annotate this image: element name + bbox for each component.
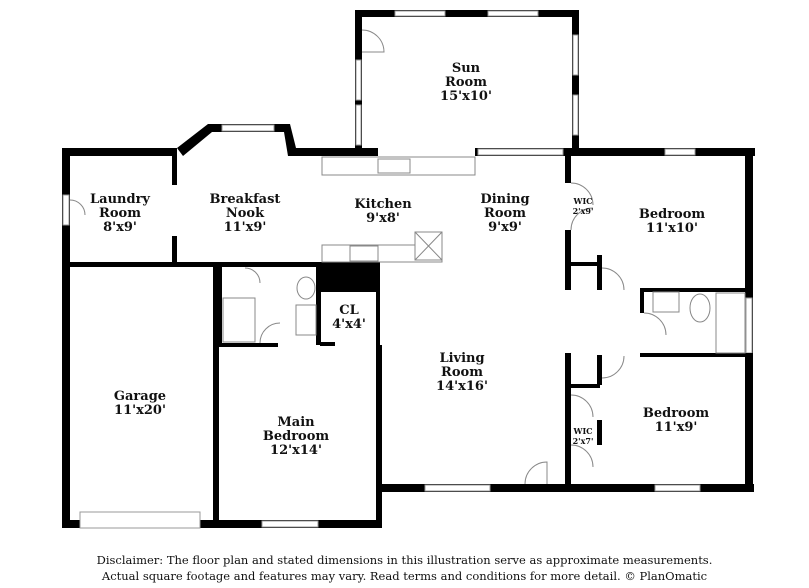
wic1-dims: 2'x9': [573, 206, 594, 216]
stove-icon: [349, 245, 379, 262]
exterior-walls: [62, 124, 755, 529]
breakfast-dims: 11'x9': [224, 220, 267, 235]
kitchen-label: Kitchen: [354, 197, 412, 212]
doors: [69, 182, 667, 485]
breakfast-label-2: Nook: [226, 206, 265, 221]
main-bedroom-label: Main: [277, 415, 315, 430]
sun-room-label-2: Room: [445, 75, 487, 90]
sink-icon: [377, 158, 411, 174]
laundry-label-2: Room: [99, 206, 141, 221]
sun-room-label: Sun: [452, 61, 481, 76]
closet-label: CL: [339, 303, 359, 318]
bathtub-icon: [222, 297, 256, 343]
wic2-dims: 2'x7': [573, 436, 594, 446]
laundry-label: Laundry: [90, 192, 150, 207]
bedroom1-label: Bedroom: [639, 207, 706, 222]
wic1-label: WIC: [572, 196, 592, 206]
bedroom2-dims: 11'x9': [655, 420, 698, 435]
disclaimer-line-1: Disclaimer: The floor plan and stated di…: [96, 553, 713, 567]
dining-dims: 9'x9': [488, 220, 522, 235]
closet-dims: 4'x4': [332, 317, 366, 332]
toilet-icon: [689, 293, 711, 323]
living-label-2: Room: [441, 365, 483, 380]
living-label: Living: [439, 351, 484, 366]
fixtures: [222, 156, 746, 354]
living-dims: 14'x16': [436, 379, 488, 394]
main-bedroom-dims: 12'x14': [270, 443, 322, 458]
sun-room-dims: 15'x10': [440, 89, 492, 104]
laundry-dims: 8'x9': [103, 220, 137, 235]
bedroom2-label: Bedroom: [643, 406, 710, 421]
toilet-icon: [296, 276, 316, 300]
interior-walls: [62, 148, 753, 527]
garage-label: Garage: [114, 389, 166, 404]
sun-room-walls: [355, 10, 579, 152]
sink-icon: [295, 304, 317, 336]
wic2-label: WIC: [572, 426, 592, 436]
sink-icon: [652, 291, 680, 313]
main-bedroom-label-2: Bedroom: [263, 429, 330, 444]
bedroom1-dims: 11'x10': [646, 221, 698, 236]
kitchen-dims: 9'x8': [366, 211, 400, 226]
dining-label-2: Room: [484, 206, 526, 221]
bathtub-icon: [715, 292, 746, 354]
garage-dims: 11'x20': [114, 403, 166, 418]
disclaimer-line-2: Actual square footage and features may v…: [101, 569, 708, 583]
breakfast-label: Breakfast: [210, 192, 281, 207]
dining-label: Dining: [480, 192, 529, 207]
